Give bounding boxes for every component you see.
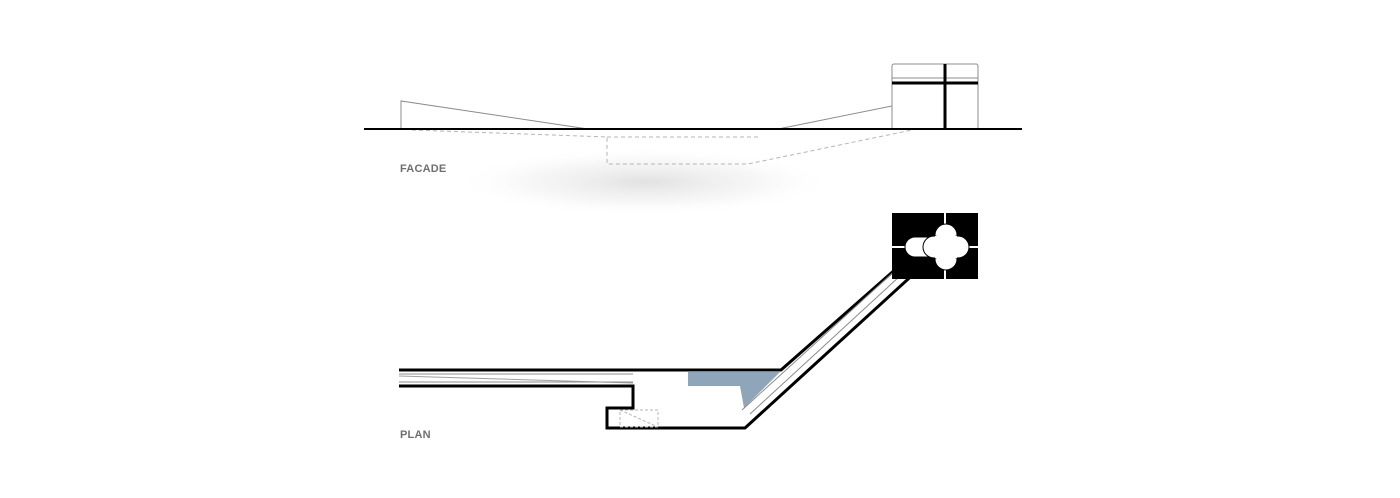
facade-right-ramp [777,82,893,130]
plan-hidden-diagonal [619,409,659,428]
plan-hidden-box [619,409,659,428]
plan-drawing [398,213,978,430]
facade-chapel-box [891,63,979,130]
facade-shadow [455,148,835,216]
facade-label: FACADE [400,163,447,175]
plan-water-basin [688,372,780,408]
facade-drawing [364,63,1022,216]
facade-left-ramp [400,100,589,130]
plan-outline [399,258,907,372]
plan-diagonal-inner-b [741,257,910,411]
plan-label: PLAN [400,429,431,441]
plan-diagonal-inner-a [749,263,914,415]
plan-quatrefoil [904,223,970,271]
plan-outline-lower [399,258,931,430]
